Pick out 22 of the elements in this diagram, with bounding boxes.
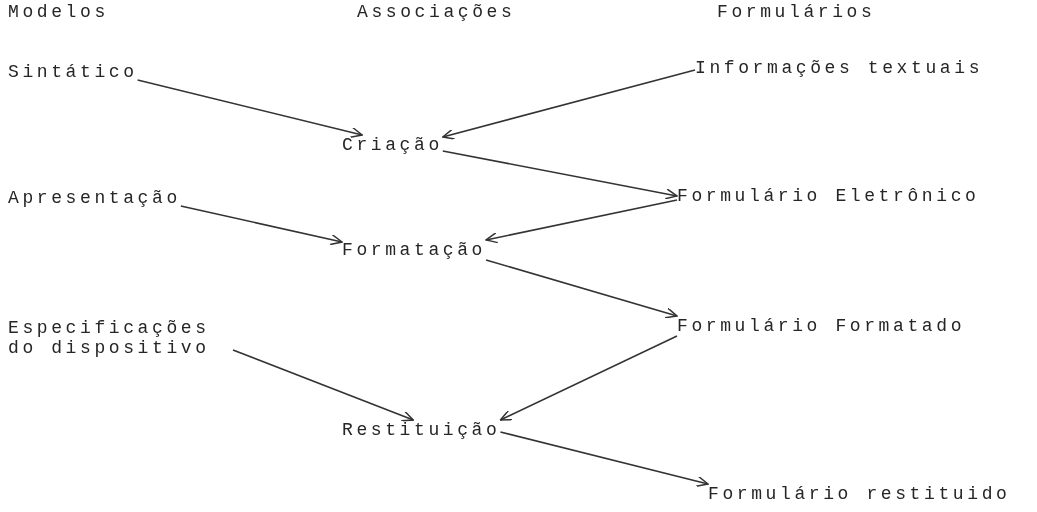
column-heading: Formulários [717, 2, 876, 22]
node-text: Restituição [342, 420, 501, 440]
arrow [180, 205, 343, 246]
node-text: Formulário Formatado [677, 316, 966, 336]
arrow [136, 79, 363, 138]
arrow [442, 150, 678, 200]
node-text: Apresentação [8, 188, 181, 208]
arrow [485, 259, 678, 319]
arrow [499, 335, 678, 421]
column-heading: Modelos [8, 2, 109, 22]
arrow [485, 199, 678, 244]
node-text: Informações textuais [695, 58, 984, 78]
arrow [232, 349, 415, 422]
node-text: Formatação [342, 240, 487, 260]
column-heading: Associações [357, 2, 516, 22]
node-text: Formulário restituido [708, 484, 1011, 504]
arrow [442, 69, 696, 140]
arrow [499, 431, 709, 487]
node-text: Formulário Eletrônico [677, 186, 980, 206]
node-text: Criação [342, 135, 443, 155]
node-text: Sintático [8, 62, 138, 82]
node-text: Especificações do dispositivo [8, 318, 211, 358]
